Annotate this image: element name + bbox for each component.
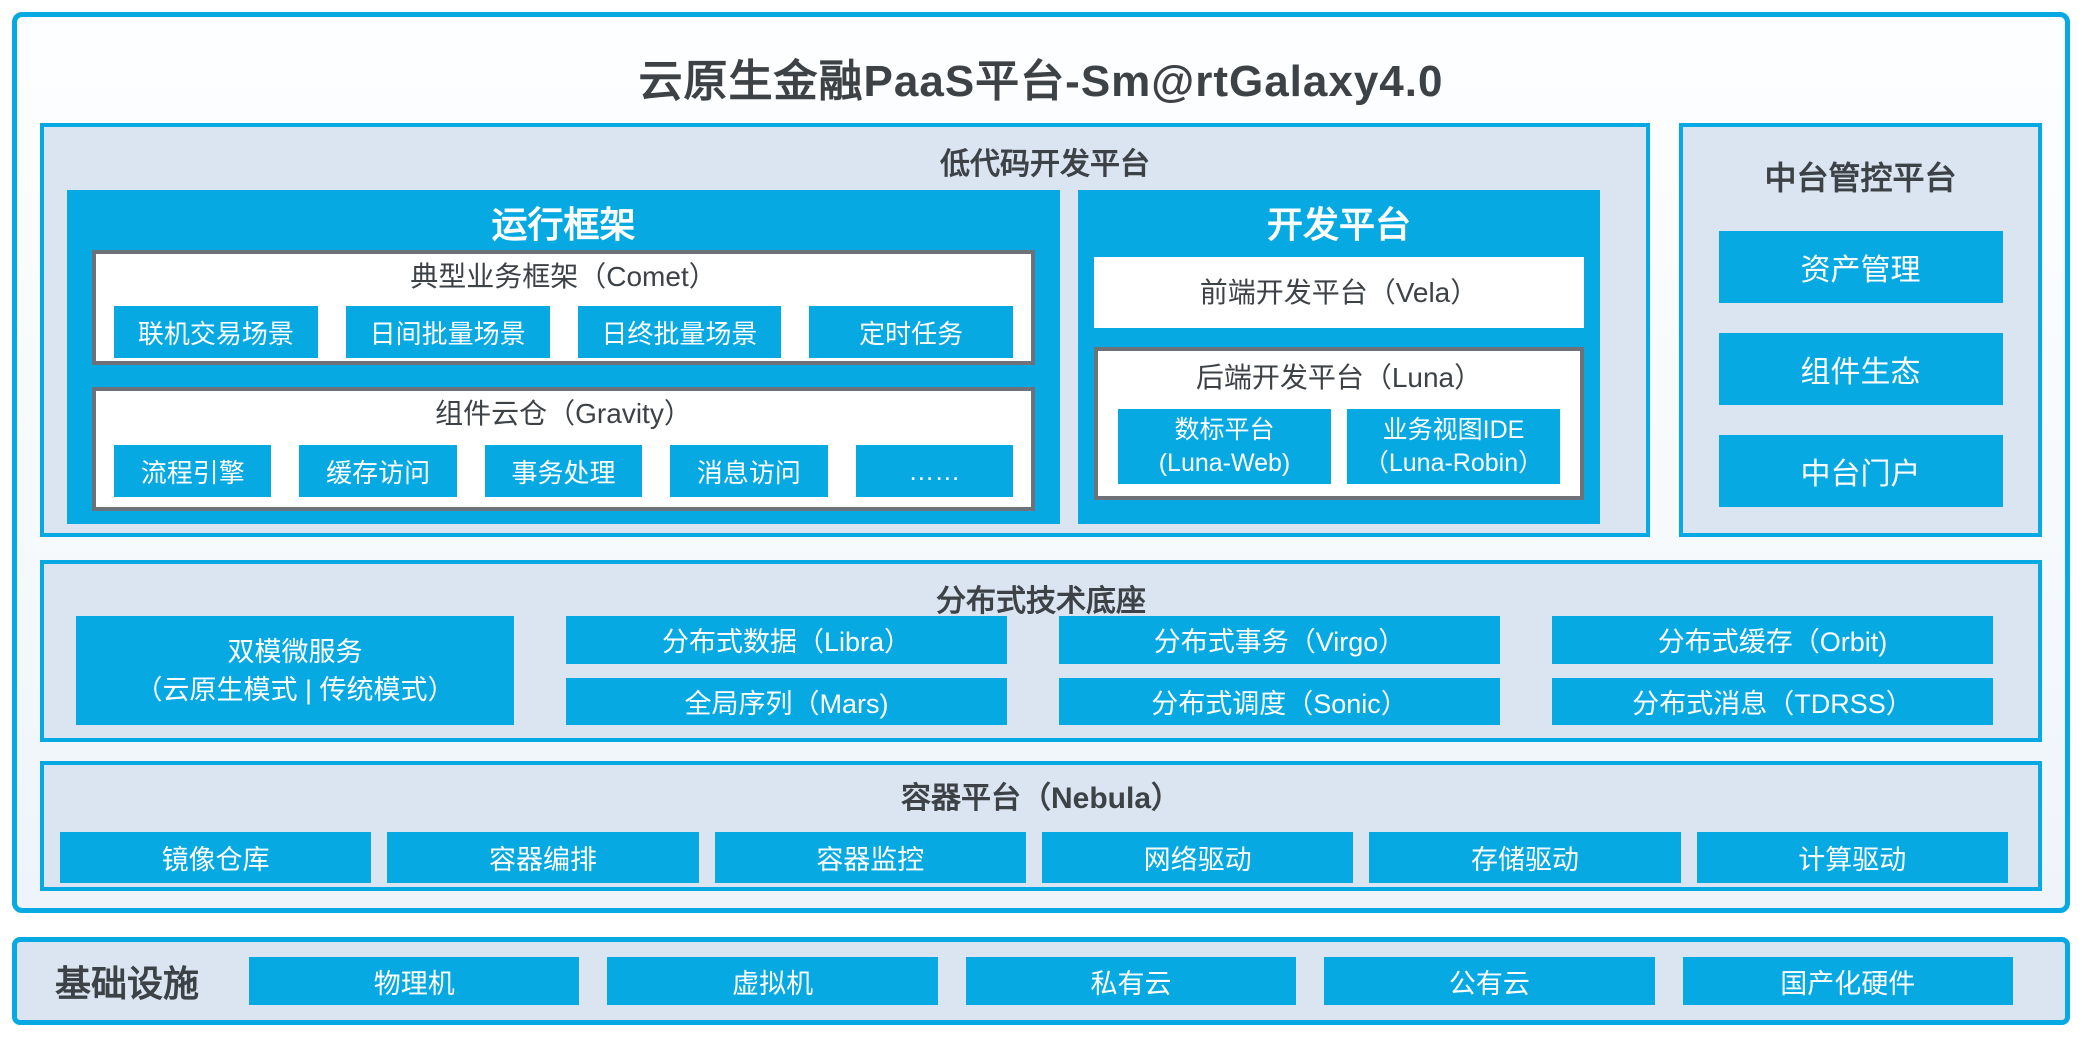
- page-title: 云原生金融PaaS平台-Sm@rtGalaxy4.0: [638, 57, 1444, 106]
- dual-mode-line1: 双模微服务: [227, 636, 363, 667]
- chip-ellipsis-more: ……: [855, 445, 1014, 497]
- chip-asset-management: 资产管理: [1718, 231, 2003, 303]
- mid-platform-buttons: 资产管理 组件生态 中台门户: [1683, 231, 2038, 507]
- lowcode-platform-panel: 低代码开发平台 运行框架 典型业务框架（Comet） 联机交易场景 日间批量场景…: [40, 123, 1650, 537]
- top-row: 低代码开发平台 运行框架 典型业务框架（Comet） 联机交易场景 日间批量场景…: [40, 123, 2042, 537]
- chip-luna-robin: 业务视图IDE （Luna-Robin）: [1347, 409, 1560, 484]
- container-platform-header: 容器平台（Nebula）: [900, 782, 1182, 815]
- gravity-chip-row: 流程引擎 缓存访问 事务处理 消息访问 ……: [114, 445, 1014, 497]
- chip-daytime-batch: 日间批量场景: [345, 306, 550, 358]
- lowcode-platform-header: 低代码开发平台: [940, 148, 1150, 181]
- chip-compute-driver: 计算驱动: [1696, 832, 2008, 883]
- chip-container-orchestration: 容器编排: [387, 832, 699, 883]
- mid-platform-panel: 中台管控平台 资产管理 组件生态 中台门户: [1679, 123, 2042, 537]
- chip-distributed-transaction-virgo: 分布式事务（Virgo）: [1059, 616, 1500, 664]
- chip-message-access: 消息访问: [670, 445, 828, 497]
- chip-container-monitoring: 容器监控: [714, 832, 1026, 883]
- chip-domestic-hardware: 国产化硬件: [1682, 957, 2013, 1005]
- distributed-grid: 分布式数据（Libra） 分布式事务（Virgo） 分布式缓存（Orbit) 全…: [566, 616, 1993, 725]
- chip-endofday-batch: 日终批量场景: [577, 306, 782, 358]
- chip-virtual-machine: 虚拟机: [607, 957, 938, 1005]
- chip-mid-platform-portal: 中台门户: [1718, 435, 2003, 507]
- chip-dual-mode-microservice: 双模微服务 （云原生模式 | 传统模式）: [76, 616, 514, 725]
- chip-online-transaction: 联机交易场景: [114, 306, 318, 358]
- chip-distributed-data-libra: 分布式数据（Libra）: [566, 616, 1007, 664]
- gravity-warehouse-box: 组件云仓（Gravity） 流程引擎 缓存访问 事务处理 消息访问 ……: [92, 387, 1035, 511]
- chip-storage-driver: 存储驱动: [1369, 832, 1681, 883]
- luna-web-line2: (Luna-Web): [1158, 448, 1291, 477]
- chip-transaction-processing: 事务处理: [484, 445, 643, 497]
- chip-network-driver: 网络驱动: [1041, 832, 1354, 883]
- container-platform-panel: 容器平台（Nebula） 镜像仓库 容器编排 容器监控 网络驱动 存储驱动 计算…: [40, 761, 2042, 891]
- luna-backend-label: 后端开发平台（Luna）: [1195, 362, 1483, 393]
- mid-platform-header: 中台管控平台: [1764, 160, 1957, 196]
- luna-robin-line2: （Luna-Robin）: [1363, 448, 1544, 477]
- chip-global-sequence-mars: 全局序列（Mars): [566, 677, 1007, 725]
- main-diagram-container: 云原生金融PaaS平台-Sm@rtGalaxy4.0 低代码开发平台 运行框架 …: [12, 12, 2070, 913]
- container-platform-buttons: 镜像仓库 容器编排 容器监控 网络驱动 存储驱动 计算驱动: [60, 832, 2008, 883]
- vela-frontend-box: 前端开发平台（Vela）: [1094, 257, 1584, 328]
- chip-component-ecosystem: 组件生态: [1718, 333, 2003, 405]
- comet-framework-label: 典型业务框架（Comet）: [410, 261, 717, 292]
- chip-private-cloud: 私有云: [965, 957, 1297, 1005]
- luna-backend-box: 后端开发平台（Luna） 数标平台 (Luna-Web) 业务视图IDE （Lu…: [1094, 347, 1584, 500]
- chip-scheduled-task: 定时任务: [809, 306, 1013, 358]
- chip-image-registry: 镜像仓库: [60, 832, 372, 883]
- comet-chip-row: 联机交易场景 日间批量场景 日终批量场景 定时任务: [114, 306, 1013, 358]
- gravity-warehouse-label: 组件云仓（Gravity）: [435, 398, 692, 429]
- chip-process-engine: 流程引擎: [114, 445, 272, 497]
- chip-distributed-message-tdrss: 分布式消息（TDRSS）: [1552, 677, 1993, 725]
- infrastructure-band: 基础设施 物理机 虚拟机 私有云 公有云 国产化硬件: [12, 937, 2070, 1025]
- lowcode-platform-body: 运行框架 典型业务框架（Comet） 联机交易场景 日间批量场景 日终批量场景 …: [67, 190, 1600, 524]
- distributed-base-header: 分布式技术底座: [936, 585, 1146, 618]
- runtime-framework-panel: 运行框架 典型业务框架（Comet） 联机交易场景 日间批量场景 日终批量场景 …: [67, 190, 1060, 524]
- dual-mode-line2: （云原生模式 | 传统模式）: [135, 674, 455, 705]
- infrastructure-label: 基础设施: [55, 963, 200, 1004]
- distributed-base-panel: 分布式技术底座 双模微服务 （云原生模式 | 传统模式） 分布式数据（Libra…: [40, 560, 2042, 742]
- luna-web-line1: 数标平台: [1174, 415, 1275, 444]
- chip-luna-web: 数标平台 (Luna-Web): [1118, 409, 1331, 484]
- chip-distributed-scheduling-sonic: 分布式调度（Sonic）: [1059, 677, 1500, 725]
- luna-chip-row: 数标平台 (Luna-Web) 业务视图IDE （Luna-Robin）: [1118, 409, 1560, 484]
- comet-framework-box: 典型业务框架（Comet） 联机交易场景 日间批量场景 日终批量场景 定时任务: [92, 250, 1035, 365]
- distributed-base-body: 双模微服务 （云原生模式 | 传统模式） 分布式数据（Libra） 分布式事务（…: [76, 616, 1993, 725]
- chip-distributed-cache-orbit: 分布式缓存（Orbit): [1552, 616, 1993, 664]
- dev-platform-panel: 开发平台 前端开发平台（Vela） 后端开发平台（Luna） 数标平台 (Lun…: [1078, 190, 1600, 524]
- chip-physical-machine: 物理机: [249, 957, 580, 1005]
- runtime-framework-header: 运行框架: [491, 204, 636, 245]
- luna-robin-line1: 业务视图IDE: [1382, 415, 1525, 444]
- chip-cache-access: 缓存访问: [299, 445, 457, 497]
- chip-public-cloud: 公有云: [1324, 957, 1655, 1005]
- dev-platform-header: 开发平台: [1266, 204, 1411, 245]
